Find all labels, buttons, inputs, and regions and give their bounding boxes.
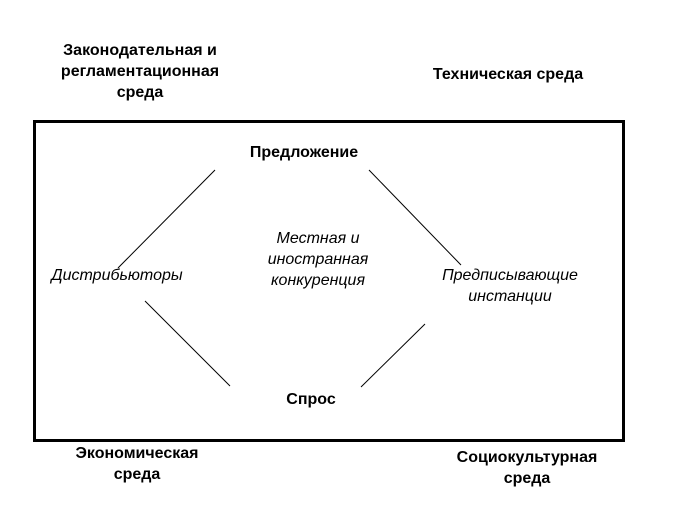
demand-label: Спрос	[286, 391, 336, 408]
prescribers-demand-connector	[360, 323, 426, 388]
technical-environment-label: Техническая среда	[432, 66, 584, 83]
sociocultural-environment-label: Социокультурная среда	[456, 449, 598, 487]
supply-label: Предложение	[249, 144, 359, 161]
market-frame	[33, 120, 625, 442]
distributors-demand-connector	[144, 300, 231, 387]
legislative-environment-label: Законодательная и регламентационная сред…	[60, 42, 220, 101]
distributors-label: Дистрибьюторы	[51, 267, 183, 284]
economic-environment-label: Экономическая среда	[75, 445, 199, 483]
supply-prescribers-connector	[368, 169, 462, 266]
prescribers-label: Предписывающие инстанции	[442, 267, 578, 305]
supply-distributors-connector	[117, 169, 216, 269]
competition-label: Местная и иностранная конкуренция	[267, 230, 369, 289]
